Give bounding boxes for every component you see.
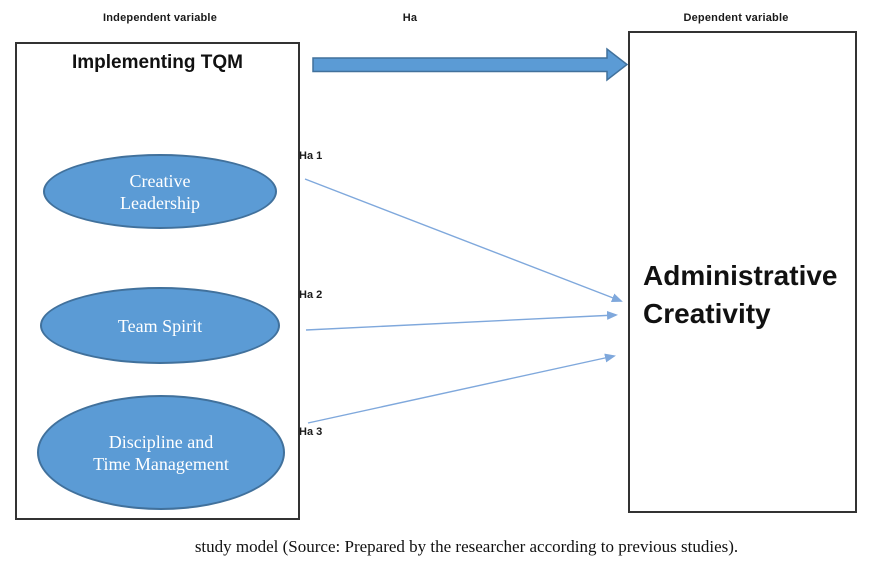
creative-leadership-ellipse: Creative Leadership (43, 154, 277, 229)
ha1-label: Ha 1 (299, 150, 323, 162)
independent-variable-header: Independent variable (102, 12, 218, 24)
ha-header: Ha (402, 12, 418, 24)
ha1-arrow (304, 178, 623, 302)
dependent-variable-header: Dependent variable (683, 12, 789, 24)
dependent-variable-box: Administrative Creativity (628, 31, 857, 513)
ha3-arrow (307, 353, 616, 424)
figure-caption: study model (Source: Prepared by the res… (194, 537, 739, 556)
team-spirit-ellipse: Team Spirit (40, 287, 280, 364)
ha3-label: Ha 3 (299, 426, 323, 438)
ha2-label: Ha 2 (299, 289, 323, 301)
administrative-creativity-title: Administrative Creativity (643, 260, 838, 329)
discipline-time-management-ellipse: Discipline and Time Management (37, 395, 285, 510)
main-hypothesis-block-arrow (312, 47, 629, 82)
implementing-tqm-title: Implementing TQM (72, 52, 243, 73)
ha2-arrow (305, 310, 618, 331)
